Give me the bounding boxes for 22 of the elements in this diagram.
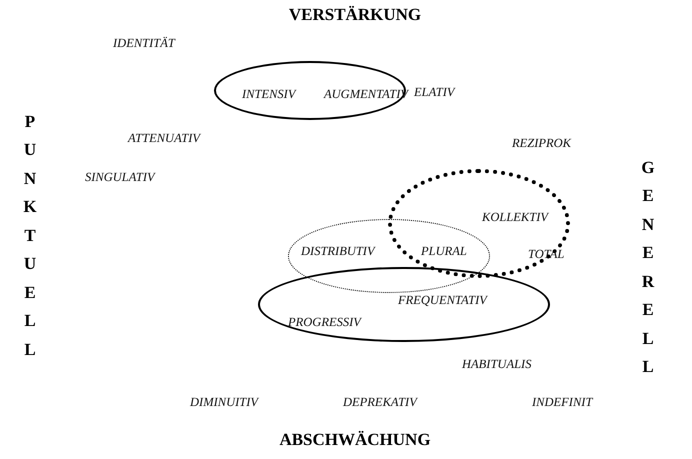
term-label: DISTRIBUTIV (301, 243, 375, 260)
term-label: PROGRESSIV (288, 314, 361, 330)
term-label: DIMINUITIV (190, 394, 258, 410)
term-label: ELATIV (414, 84, 455, 100)
term-label: REZIPROK (512, 134, 572, 151)
term-label: TOTAL (528, 246, 564, 262)
term-label: DEPREKATIV (343, 394, 417, 410)
term-label: HABITUALIS (462, 356, 532, 372)
term-label: INTENSIV (242, 86, 296, 102)
axis-label: VERSTÄRKUNG (288, 4, 422, 25)
grouping-ellipse (388, 169, 570, 278)
axis-label: ABSCHWÄCHUNG (279, 430, 431, 450)
term-label: ATTENUATIV (128, 130, 200, 146)
term-label: KOLLEKTIV (482, 209, 548, 226)
grouping-ellipse (258, 266, 550, 342)
term-label: PLURAL (421, 243, 467, 260)
term-label: IDENTITÄT (113, 35, 175, 52)
term-label: FREQUENTATIV (398, 292, 487, 308)
term-label: SINGULATIV (85, 168, 155, 185)
term-label: INDEFINIT (532, 394, 592, 410)
axis-label: GENERELL (641, 156, 655, 378)
axis-label: PUNKTUELL (23, 110, 37, 361)
